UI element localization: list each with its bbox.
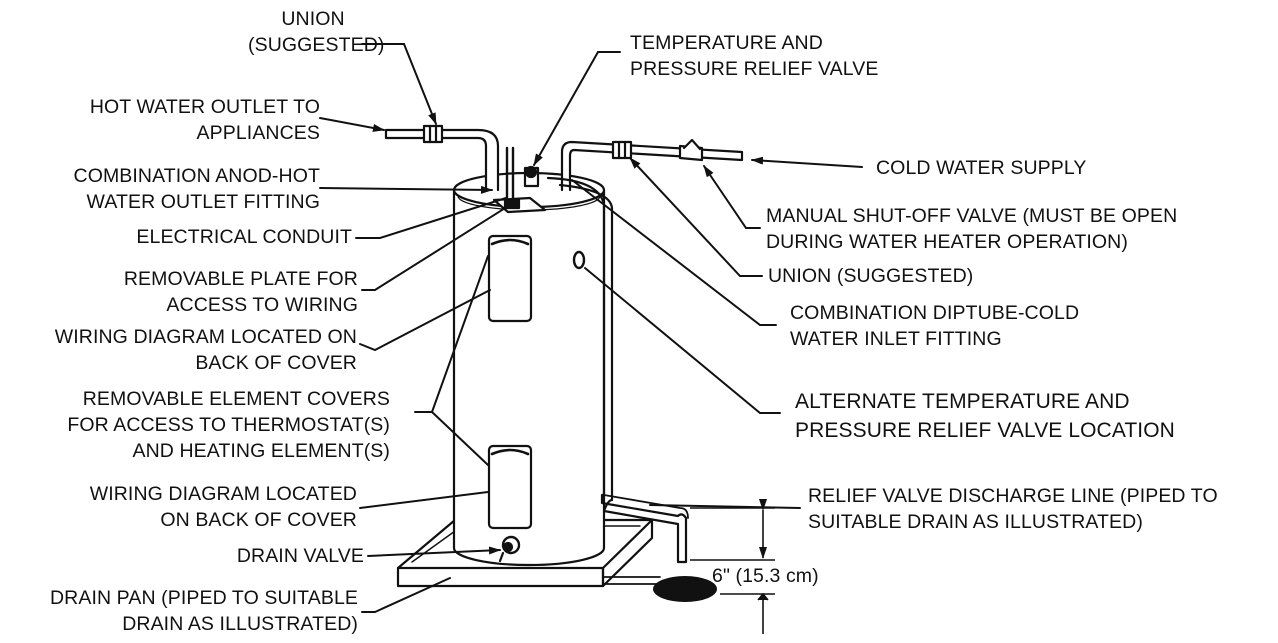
leader-shutoff (703, 165, 761, 229)
label-discharge-line: RELIEF VALVE DISCHARGE LINE (PIPED TO SU… (808, 485, 1218, 533)
label-removable-plate: REMOVABLE PLATE FOR ACCESS TO WIRING (123, 268, 358, 316)
leader-covers-down (431, 411, 489, 466)
leader-discharge (649, 504, 801, 509)
relief-discharge-pipe (546, 176, 689, 564)
label-element-covers: REMOVABLE ELEMENT COVERS FOR ACCESS TO T… (67, 388, 390, 462)
label-drain-pan: DRAIN PAN (PIPED TO SUITABLE DRAIN AS IL… (49, 587, 358, 635)
leader-tp-valve (533, 51, 621, 166)
leader-hot-outlet (319, 117, 385, 132)
alternate-relief-opening (572, 250, 586, 270)
label-drain-valve: DRAIN VALVE (236, 545, 364, 567)
leader-cold-supply (751, 156, 863, 168)
label-clearance: 6" (15.3 cm) (712, 565, 819, 587)
leader-alt-tp (584, 267, 781, 414)
label-alt-tp-location: ALTERNATE TEMPERATURE AND PRESSURE RELIE… (795, 390, 1175, 442)
leader-diptube (571, 179, 777, 326)
label-wiring-diagram-lower: WIRING DIAGRAM LOCATED ON BACK OF COVER (89, 483, 357, 531)
label-wiring-diagram-upper: WIRING DIAGRAM LOCATED ON BACK OF COVER (54, 326, 357, 374)
leader-plate (361, 204, 511, 291)
label-union-top: UNION (SUGGESTED) (248, 8, 385, 56)
leader-drain-valve (367, 546, 501, 557)
leader-conduit (355, 197, 507, 239)
leader-wiring-lower (359, 491, 489, 509)
leader-union-right (629, 157, 763, 277)
lower-element-cover (487, 444, 533, 530)
tp-relief-valve (523, 165, 540, 188)
label-electrical-conduit: ELECTRICAL CONDUIT (136, 226, 352, 248)
label-union-right: UNION (SUGGESTED) (768, 265, 974, 287)
label-shutoff-valve: MANUAL SHUT-OFF VALVE (MUST BE OPEN DURI… (766, 205, 1178, 253)
leader-union-top (361, 43, 437, 125)
leader-covers-up (431, 255, 489, 413)
leader-wiring-upper (359, 289, 491, 352)
cold-water-pipe (560, 138, 744, 192)
leader-drain-pan (361, 577, 451, 613)
label-tp-relief-valve: TEMPERATURE AND PRESSURE RELIEF VALVE (630, 32, 879, 80)
leader-anode (319, 185, 493, 194)
floor-drain (653, 576, 717, 602)
label-anode-fitting: COMBINATION ANOD-HOT WATER OUTLET FITTIN… (73, 165, 320, 213)
hot-water-pipe (384, 124, 500, 192)
electrical-conduit-pipe (505, 146, 515, 201)
upper-element-cover (487, 234, 533, 323)
drain-valve (498, 535, 521, 563)
label-hot-water-outlet: HOT WATER OUTLET TO APPLIANCES (89, 96, 320, 144)
label-diptube-fitting: COMBINATION DIPTUBE-COLD WATER INLET FIT… (790, 302, 1080, 350)
label-cold-water-supply: COLD WATER SUPPLY (876, 157, 1087, 179)
